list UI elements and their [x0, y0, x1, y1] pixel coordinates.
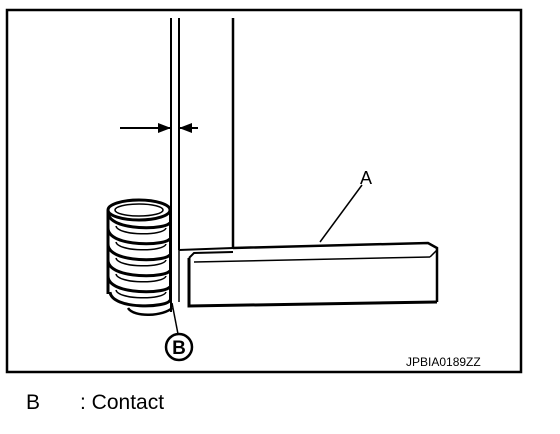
- label-b-circle: [164, 332, 194, 362]
- legend-text: : Contact: [80, 391, 165, 414]
- label-b-marker: B: [164, 332, 194, 362]
- clearance-dimension-arrows: [120, 123, 198, 133]
- label-a: A: [360, 168, 372, 188]
- label-b: B: [172, 338, 186, 359]
- vertical-plate: [170, 18, 235, 312]
- coil-spring: [106, 198, 173, 316]
- leader-line-b: [171, 302, 179, 335]
- leader-line-a: [319, 184, 363, 243]
- block-a: [187, 241, 439, 308]
- figure-code: JPBIA0189ZZ: [406, 355, 481, 369]
- legend-key: B: [26, 391, 41, 414]
- legend-row: B : Contact: [26, 391, 164, 415]
- figure-frame: [5, 8, 523, 374]
